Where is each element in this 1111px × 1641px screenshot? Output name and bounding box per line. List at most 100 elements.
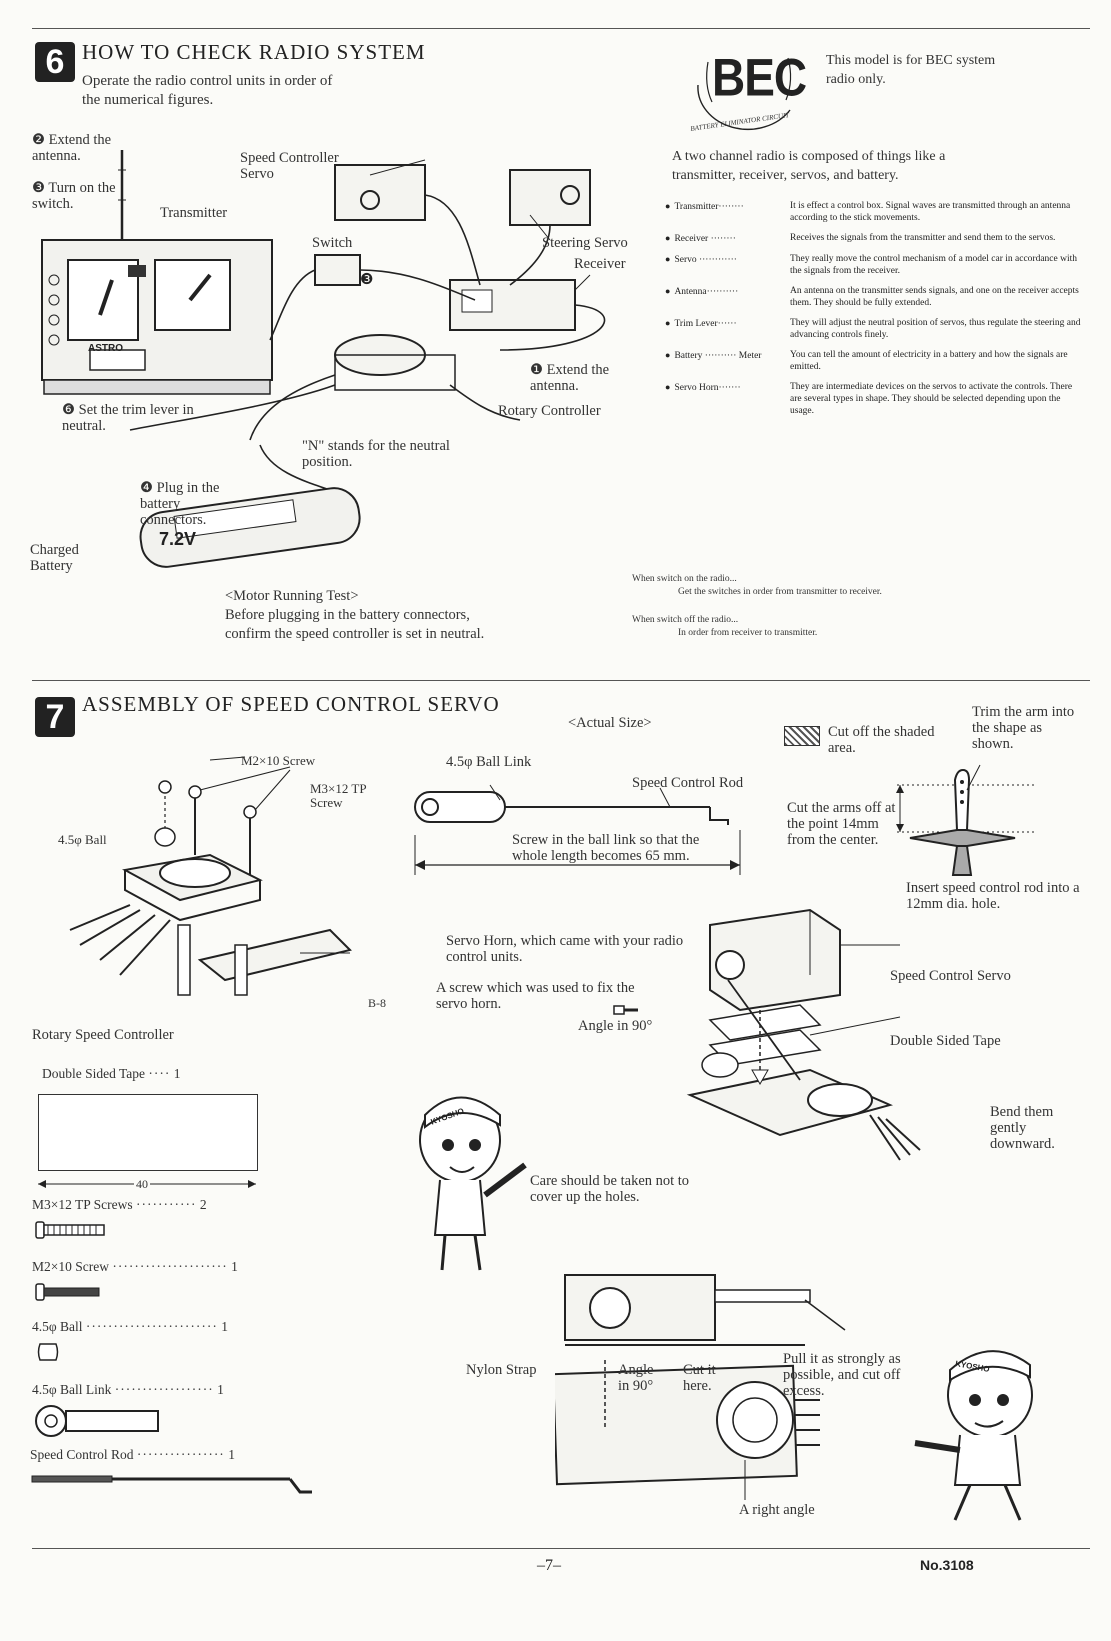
switch-off-text: In order from receiver to transmitter. (678, 628, 818, 638)
glossary-term: Battery ·········· Meter (674, 351, 762, 361)
label-cut-shaded: Cut off the shaded area. (828, 724, 935, 756)
double-sided-tape-shape (38, 1094, 258, 1171)
part-label: Speed Control Rod ················ 1 (30, 1447, 235, 1462)
page-number: –7– (537, 1557, 561, 1574)
label-b8: B-8 (368, 996, 386, 1010)
glossary-item: ●Servo ············ They really move the… (665, 253, 1085, 277)
label-care: Care should be taken not to cover up the… (530, 1173, 690, 1205)
bullet-icon: ● (665, 382, 671, 392)
steering-servo-illustration (509, 169, 591, 226)
label-cut-arms: Cut the arms off at the point 14mm from … (787, 800, 896, 848)
section-divider (32, 680, 1090, 681)
transmitter-illustration (41, 150, 273, 395)
part-name: 4.5φ Ball Link (32, 1382, 112, 1397)
screw-icon (613, 1005, 638, 1015)
speed-servo-illustration (334, 164, 426, 221)
part-label: M3×12 TP Screws ··········· 2 (32, 1197, 207, 1212)
actual-size-label: <Actual Size> (568, 715, 652, 731)
label-switch: Switch (312, 235, 353, 251)
label-charged-battery: Charged Battery (30, 542, 79, 574)
glossary-term: Receiver ········ (674, 234, 736, 244)
radio-system-diagram (41, 150, 606, 568)
intro-text: Operate the radio control units in order… (82, 73, 333, 89)
label-right-angle: A right angle (739, 1502, 815, 1518)
label-servo-horn: Servo Horn, which came with your radio c… (446, 933, 684, 965)
label-bend: Bend them gently downward. (990, 1104, 1055, 1152)
bullet-icon: ● (665, 201, 671, 211)
summary-text: A two channel radio is composed of thing… (672, 149, 946, 164)
label-speed-servo: Speed Controller Servo (240, 150, 339, 182)
part-name: Double Sided Tape (42, 1066, 146, 1081)
label-m3-screw: M3×12 TP Screw (310, 781, 367, 810)
label-screw-used: A screw which was used to fix the servo … (436, 980, 635, 1012)
bullet-icon: ● (665, 233, 671, 243)
label-screw-in: Screw in the ball link so that the whole… (512, 832, 700, 864)
glossary-item: ●Servo Horn······· They are intermediate… (665, 381, 1085, 417)
label-rotary-controller: Rotary Controller (498, 403, 601, 419)
part-qty: 1 (221, 1319, 228, 1334)
glossary-desc: They really move the control mechanism o… (790, 254, 1077, 276)
label-receiver: Receiver (574, 256, 626, 272)
bullet-icon: ● (665, 318, 671, 328)
label-nylon-strap: Nylon Strap (466, 1362, 537, 1378)
section-title: HOW TO CHECK RADIO SYSTEM (82, 40, 426, 64)
glossary-desc: You can tell the amount of electricity i… (790, 350, 1068, 372)
transmitter-brand: ASTRO (88, 343, 123, 354)
bec-logo-icon (697, 57, 792, 130)
speed-control-rod-icon (31, 1475, 312, 1494)
glossary-term: Servo ············ (674, 255, 737, 265)
glossary-desc: They will adjust the neutral position of… (790, 318, 1081, 340)
label-double-sided-tape: Double Sided Tape (890, 1033, 1001, 1049)
document-code: No.3108 (920, 1557, 974, 1573)
label-pull: Pull it as strongly as possible, and cut… (783, 1351, 901, 1399)
part-label: M2×10 Screw ····················· 1 (32, 1259, 238, 1274)
motor-test-title: <Motor Running Test> (225, 588, 359, 604)
part-name: Speed Control Rod (30, 1447, 134, 1462)
switch-off-heading: When switch off the radio... (632, 615, 739, 625)
switch-illustration (314, 254, 361, 286)
label-ball-link: 4.5φ Ball Link (446, 754, 532, 770)
intro-text: the numerical figures. (82, 92, 214, 108)
top-rule (32, 28, 1090, 29)
glossary-desc: Receives the signals from the transmitte… (790, 233, 1056, 243)
motor-test-text: Before plugging in the battery connector… (225, 607, 470, 623)
label-ball: 4.5φ Ball (58, 832, 107, 847)
label-cut-here: Cut it here. (683, 1362, 716, 1394)
bullet-icon: ● (665, 254, 671, 264)
battery-illustration (139, 487, 361, 568)
glossary-item: ●Receiver ········ Receives the signals … (665, 232, 1085, 245)
glossary-term: Servo Horn······· (674, 383, 741, 393)
glossary-term: Transmitter········ (674, 202, 744, 212)
nylon-strap-diagram (555, 1274, 846, 1500)
bullet-icon: ● (665, 350, 671, 360)
battery-label: 7.2V (159, 529, 197, 549)
servo-mount-diagram (686, 908, 921, 1161)
glossary-item: ●Battery ·········· Meter You can tell t… (665, 349, 1085, 373)
bec-note: radio only. (826, 72, 886, 87)
step-plug-in: ❹ Plug in the battery connectors. (140, 480, 220, 528)
dimension-value: 40 (134, 1177, 150, 1191)
label-angle-90: Angle in 90° (578, 1018, 653, 1034)
step-set-trim: ❻ Set the trim lever in neutral. (62, 402, 194, 434)
label-steering-servo: Steering Servo (542, 235, 628, 251)
glossary-desc: An antenna on the transmitter sends sign… (790, 286, 1079, 308)
glossary-item: ●Transmitter········ It is effect a cont… (665, 200, 1085, 224)
part-name: M2×10 Screw (32, 1259, 109, 1274)
mascot-pointing-icon (419, 1096, 527, 1271)
label-trim-arm: Trim the arm into the shape as shown. (972, 704, 1075, 752)
label-insert-rod: Insert speed control rod into a 12mm dia… (906, 880, 1080, 912)
part-qty: 2 (199, 1197, 207, 1212)
mascot-pointing-icon (914, 1350, 1033, 1521)
m2-screw-icon (35, 1283, 100, 1301)
label-angle-in-90: Angle in 90° (618, 1362, 654, 1394)
bec-note: This model is for BEC system (826, 53, 996, 68)
section-number: 7 (35, 697, 75, 737)
part-label: 4.5φ Ball Link ·················· 1 (32, 1382, 224, 1397)
step-turn-on: ❸ Turn on the switch. (32, 180, 116, 212)
ball-link-rod-diagram (414, 784, 741, 875)
part-label: Double Sided Tape ···· 1 (42, 1066, 181, 1081)
part-qty: 1 (228, 1447, 235, 1462)
part-label: 4.5φ Ball ························ 1 (32, 1319, 228, 1334)
section-title: ASSEMBLY OF SPEED CONTROL SERVO (82, 692, 500, 716)
glossary-item: ●Antenna·········· An antenna on the tra… (665, 285, 1085, 309)
